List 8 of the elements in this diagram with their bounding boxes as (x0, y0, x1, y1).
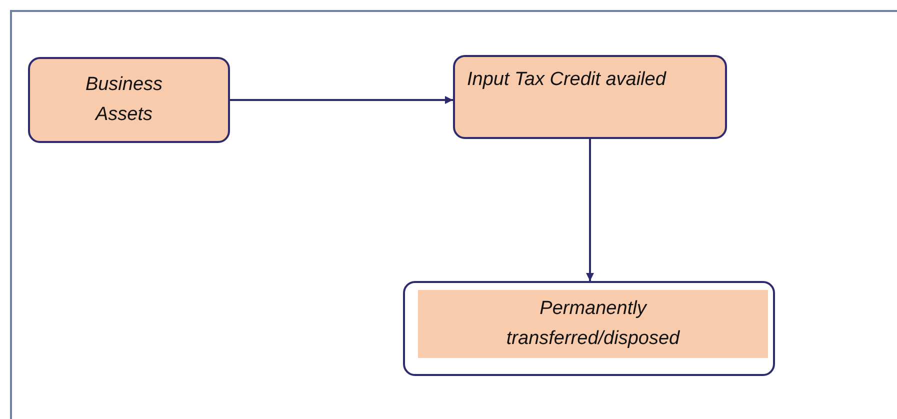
node-text: Input Tax Credit availed (467, 68, 668, 92)
process-box (28, 57, 230, 143)
node-text: Business Assets (84, 72, 164, 127)
process-box (403, 281, 775, 376)
process-box (453, 55, 727, 139)
arrow (586, 139, 594, 281)
node-text: Permanently transferred/disposed (505, 296, 681, 351)
arrow (230, 96, 453, 104)
